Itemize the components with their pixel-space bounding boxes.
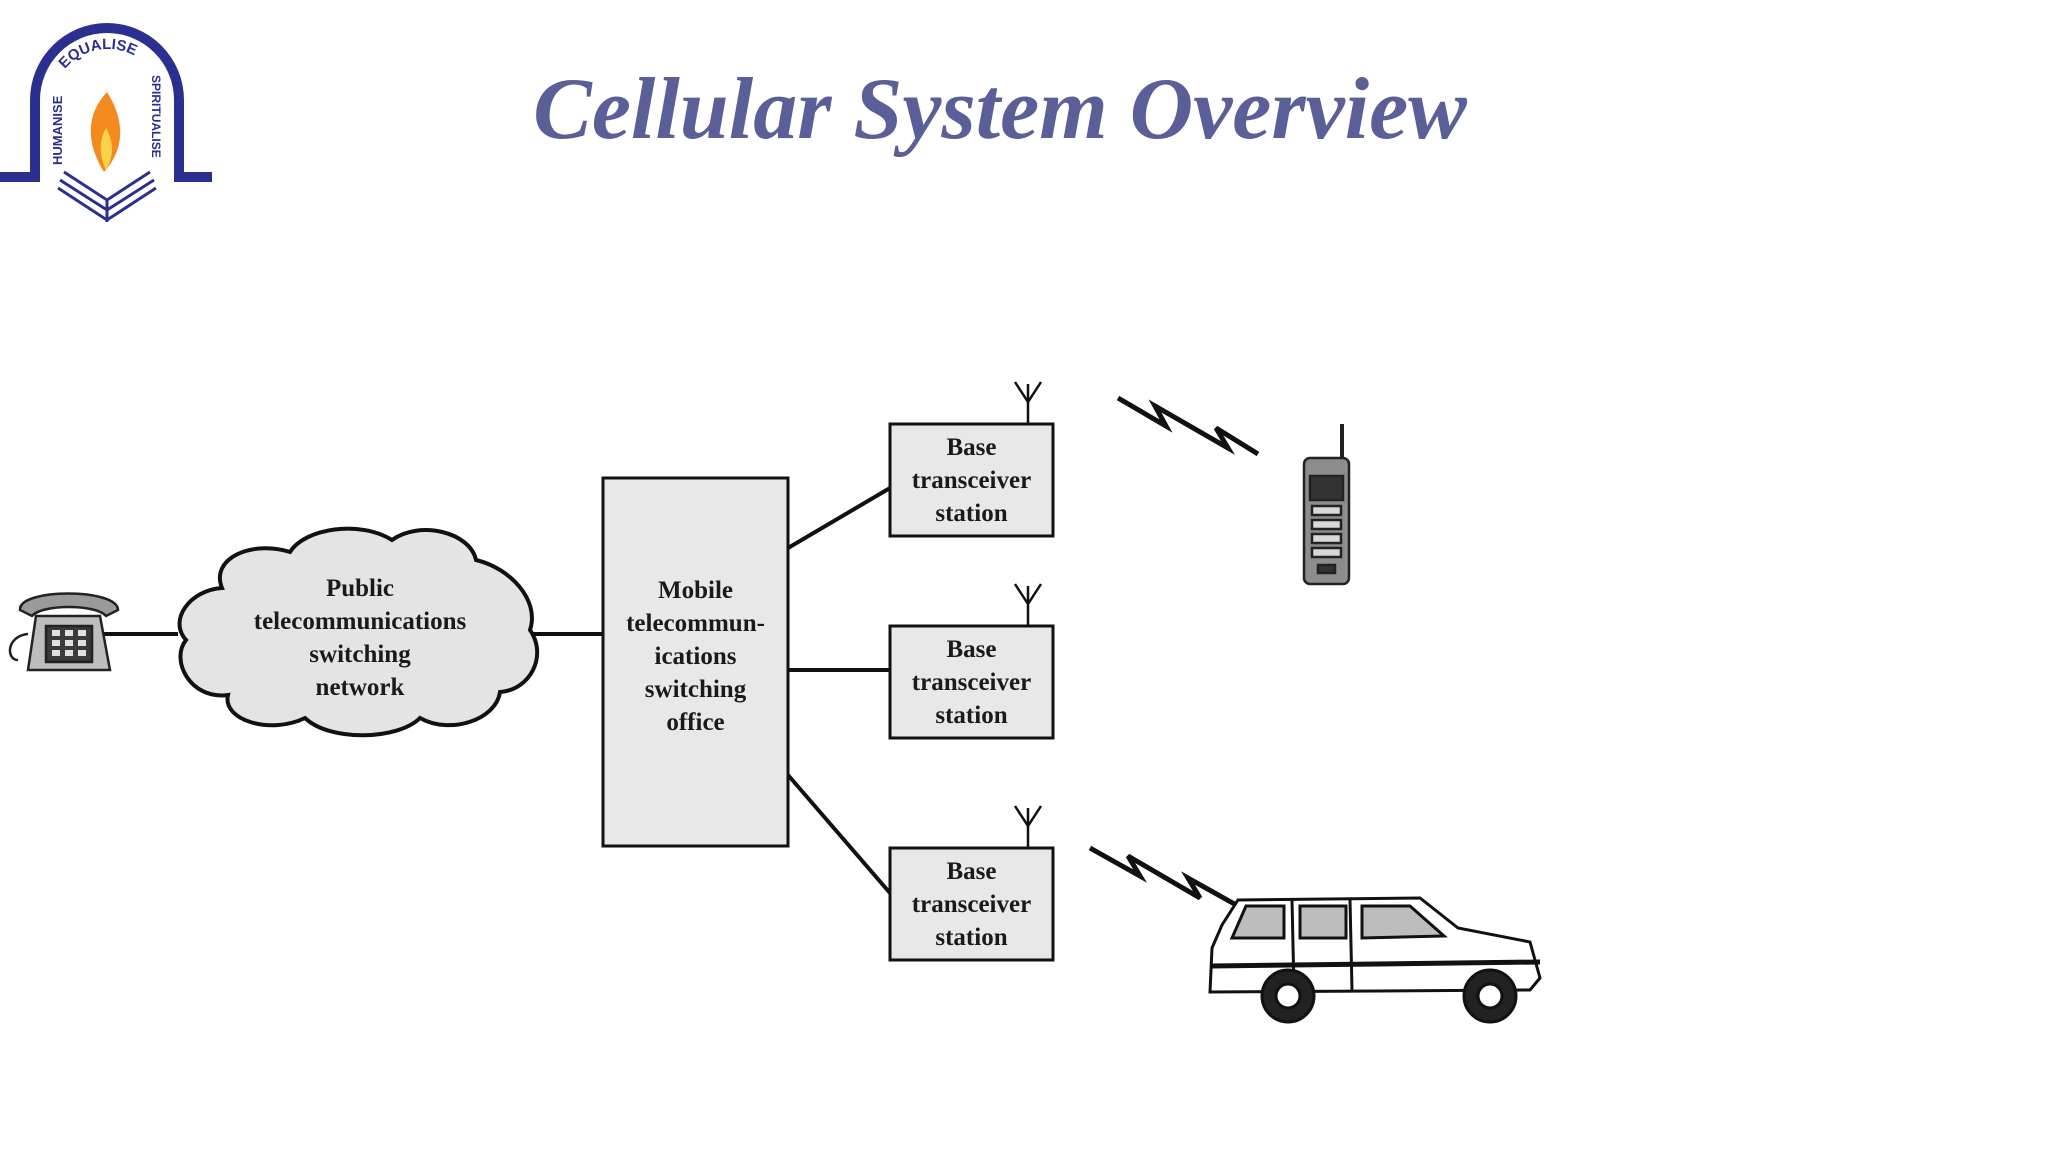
- radio-link-bolt-1: [1116, 395, 1260, 457]
- mtso-to-bts1-line: [786, 486, 892, 550]
- flame-icon: [90, 92, 121, 172]
- mtso-label-line: office: [666, 709, 725, 736]
- mtso-label-line: Mobile: [658, 577, 733, 604]
- svg-text:SPIRITUALISE: SPIRITUALISE: [149, 75, 163, 158]
- radio-link-bolt-2: [1088, 845, 1240, 909]
- mtso-label: Mobile telecommun- ications switching of…: [603, 574, 788, 739]
- bts-label-line: transceiver: [911, 891, 1032, 918]
- base-station-1-label: Base transceiver station: [890, 431, 1053, 530]
- base-station-2-label: Base transceiver station: [890, 633, 1053, 732]
- bts-label-line: station: [935, 500, 1008, 527]
- cloud-label-line: Public: [325, 575, 395, 602]
- base-station-3-label: Base transceiver station: [890, 855, 1053, 954]
- bts-label-line: transceiver: [911, 669, 1032, 696]
- bts-label-line: transceiver: [911, 467, 1032, 494]
- cloud-label-line: switching: [309, 641, 411, 668]
- svg-text:HUMANISE: HUMANISE: [50, 95, 65, 165]
- mtso-label-line: ications: [654, 643, 737, 670]
- mtso-label-line: telecommun-: [626, 610, 765, 637]
- public-network-cloud: [177, 526, 540, 738]
- bts-label-line: station: [935, 924, 1008, 951]
- bts-label-line: Base: [946, 636, 997, 663]
- bts-label-line: station: [935, 702, 1008, 729]
- logo-text-right: SPIRITUALISE: [149, 75, 163, 158]
- antenna-icon: [1013, 583, 1043, 626]
- logo-text-left: HUMANISE: [50, 95, 65, 165]
- cell-phone-icon: [1302, 424, 1351, 586]
- mtso-box: [601, 476, 790, 848]
- mtso-label-line: switching: [644, 676, 747, 703]
- cloud-label: Public telecommunications switching netw…: [225, 572, 495, 704]
- base-station-1: [888, 381, 1055, 538]
- car-icon: [1208, 896, 1542, 1024]
- bts-label-line: Base: [946, 434, 997, 461]
- slide-title: Cellular System Overview: [533, 61, 1467, 158]
- cloud-label-line: network: [315, 674, 405, 701]
- mtso-to-bts3-line: [786, 773, 892, 895]
- cloud-label-line: telecommunications: [253, 608, 467, 635]
- antenna-icon: [1013, 805, 1043, 848]
- base-station-3: [888, 805, 1055, 962]
- bts-label-line: Base: [946, 858, 997, 885]
- antenna-icon: [1013, 381, 1043, 424]
- base-station-2: [888, 583, 1055, 740]
- open-book-icon: [57, 170, 157, 222]
- institution-logo: EQUALISE HUMANISE SPIRITUALISE: [0, 23, 212, 222]
- telephone-icon: [8, 592, 120, 672]
